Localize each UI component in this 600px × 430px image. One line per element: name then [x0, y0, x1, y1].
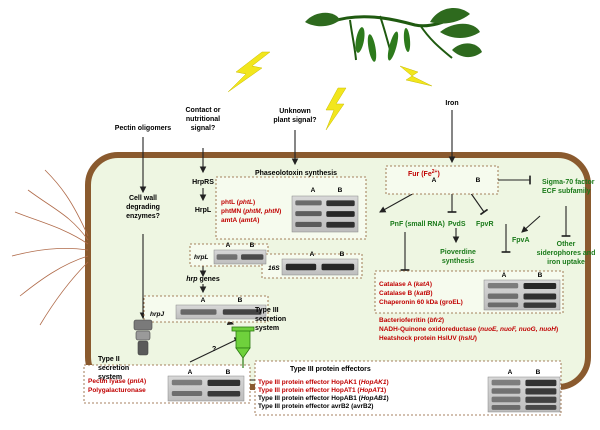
phaseolotoxin-gene: phtL (phtL): [221, 199, 255, 206]
labels: Pectin oligomers Contact or nutritional sig…: [88, 100, 595, 410]
cwde-label: Cell wall: [129, 195, 157, 202]
connectors: [139, 110, 571, 384]
pectin-enzyme: Polygalacturonase: [88, 387, 146, 394]
gel-16s: [281, 258, 359, 276]
lane-b-label: B: [538, 272, 543, 279]
gel-phaseolotoxin: [291, 195, 359, 233]
gel-hrpl-label: hrpL: [194, 254, 208, 261]
lane-a-label: A: [226, 242, 231, 249]
other-siderophores-label: Other: [557, 241, 576, 248]
hrprs-label: HrpRS: [192, 179, 214, 186]
lane-b-label: B: [476, 177, 481, 184]
type3-label: secretion: [255, 316, 286, 323]
pectin-oligomers-label: Pectin oligomers: [115, 125, 172, 132]
phaseolotoxin-gene: phtMN (phtM, phtN): [221, 208, 281, 215]
gel-16s-label: 16S: [268, 265, 280, 272]
effectors-header: Type III protein effectors: [290, 366, 371, 373]
pyoverdine-label: synthesis: [442, 258, 474, 265]
other-siderophores-label: siderophores and: [537, 250, 596, 257]
lane-a-label: A: [432, 177, 437, 184]
unknown-signal-label: plant signal?: [273, 117, 316, 124]
lane-b-label: B: [340, 251, 345, 258]
hrp-genes-label: hrp genes: [186, 276, 220, 283]
gel-hrpj: [175, 304, 267, 320]
cwde-label: enzymes?: [126, 213, 160, 220]
lightning-icons: [227, 51, 433, 131]
sigma-label: ECF subfamily: [542, 188, 591, 195]
lane-a-label: A: [508, 369, 513, 376]
effector-gene: Type III protein effector avrB2 (avrB2): [258, 403, 373, 410]
gel-images: [167, 195, 561, 413]
lane-a-label: A: [310, 251, 315, 258]
effector-gene: Type III protein effector HopAK1 (HopAK1…: [258, 379, 389, 386]
type-ii-secretion-icon: [133, 319, 153, 356]
lane-a-label: A: [201, 297, 206, 304]
other-gene: Bacterioferritin (bfr2): [379, 317, 444, 324]
lane-b-label: B: [338, 187, 343, 194]
lane-a-label: A: [188, 369, 193, 376]
contact-signal-label: nutritional: [186, 116, 220, 123]
sigma-label: Sigma-70 factor: [542, 179, 595, 186]
other-gene: Heatshock protein HslUV (hslU): [379, 335, 477, 342]
gel-hrpl: [213, 249, 267, 265]
pyoverdine-label: Pioverdine: [440, 249, 476, 256]
flagella: [11, 169, 89, 326]
plant-icon: [305, 8, 482, 62]
effector-gene: Type III protein effector HopAT1 (HopAT1…: [258, 387, 386, 394]
type2-label: secretion: [98, 365, 129, 372]
stress-gene: Catalase A (katA): [379, 281, 432, 288]
type2-label: system: [98, 374, 122, 381]
stress-gene: Catalase B (katB): [379, 290, 432, 297]
lane-b-label: B: [250, 242, 255, 249]
contact-signal-label: Contact or: [186, 107, 221, 114]
lane-b-label: B: [226, 369, 231, 376]
effector-gene: Type III protein effector HopAB1 (HopAB1…: [258, 395, 389, 402]
other-gene: NADH-Quinone oxidoreductase (nuoE, nuoF,…: [379, 326, 558, 333]
pvds-label: PvdS: [448, 221, 466, 228]
type3-label: system: [255, 325, 279, 332]
question-label: ?: [212, 346, 216, 353]
contact-signal-label: signal?: [191, 125, 216, 132]
gel-pectin: [167, 375, 245, 402]
type-iii-syringe-icon: [231, 326, 255, 368]
pectin-enzyme: Pectin lyase (pnlA): [88, 378, 146, 385]
fur-label: Fur (Fe2+): [408, 169, 440, 178]
type3-label: Type III: [255, 307, 279, 314]
iron-label: Iron: [445, 100, 458, 107]
gel-stress: [483, 279, 561, 311]
hrpl-label: HrpL: [195, 207, 212, 214]
lane-a-label: A: [311, 187, 316, 194]
gel-effectors: [487, 376, 561, 413]
other-siderophores-label: iron uptake: [547, 259, 585, 266]
fpva-label: FpvA: [512, 237, 530, 244]
phaseolotoxin-gene: amtA (amtA): [221, 217, 259, 224]
pnf-label: PnF (small RNA): [390, 221, 445, 228]
unknown-signal-label: Unknown: [279, 108, 311, 115]
cwde-label: degrading: [126, 204, 160, 211]
phaseolotoxin-label: Phaseolotoxin synthesis: [255, 170, 337, 177]
gel-hrpj-label: hrpJ: [150, 311, 164, 318]
lane-a-label: A: [502, 272, 507, 279]
fpvr-label: FpvR: [476, 221, 494, 228]
type2-label: Type II: [98, 356, 120, 363]
lane-b-label: B: [238, 297, 243, 304]
stress-gene: Chaperonin 60 kDa (groEL): [379, 299, 463, 306]
lane-b-label: B: [536, 369, 541, 376]
